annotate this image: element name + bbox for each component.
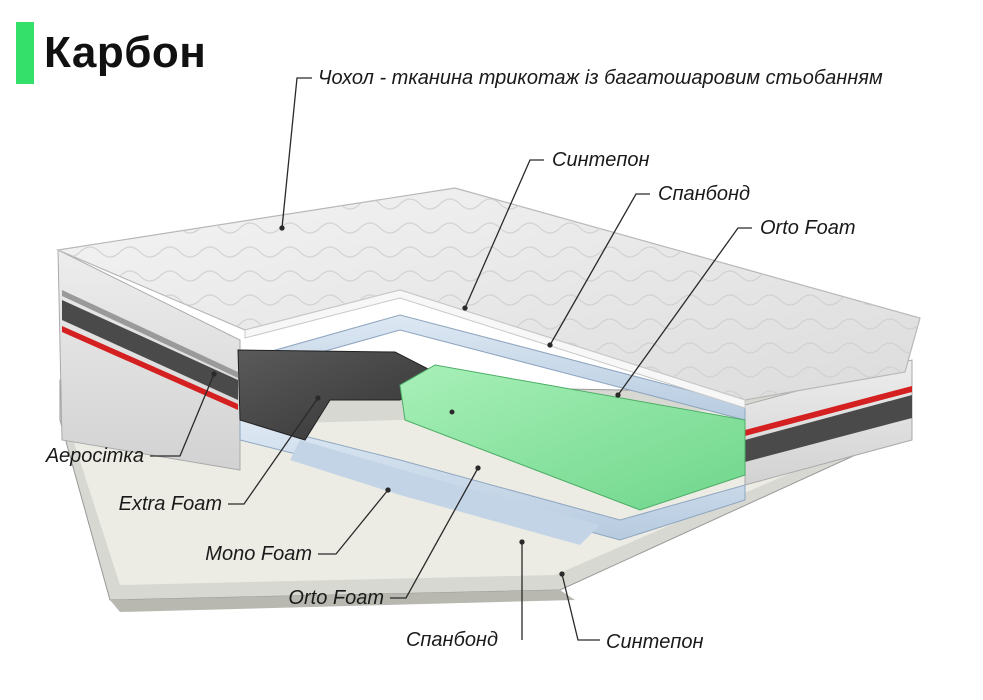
label-spanbond-top: Спанбонд [658,183,751,205]
label-sintepon-bottom: Синтепон [606,631,704,653]
label-orto-foam-bottom: Orto Foam [288,587,384,609]
label-mono-foam: Mono Foam [205,543,312,565]
title-accent-bar [16,22,34,84]
label-aeroset: Аеросітка [45,445,144,467]
label-cover: Чохол - тканина трикотаж із багатошарови… [318,67,883,89]
extra-foam-block [237,349,442,441]
label-spanbond-bottom: Спанбонд [405,629,498,651]
page-title: Карбон [44,28,207,77]
label-sintepon-top: Синтепон [552,149,650,171]
label-extra-foam: Extra Foam [118,493,222,515]
leader-dot-green [449,409,455,415]
mattress-side-left [57,249,241,471]
label-orto-foam-top: Orto Foam [760,217,856,239]
green-orto-foam [399,364,746,511]
mattress-cover [55,187,921,409]
leader-lines [150,77,752,641]
